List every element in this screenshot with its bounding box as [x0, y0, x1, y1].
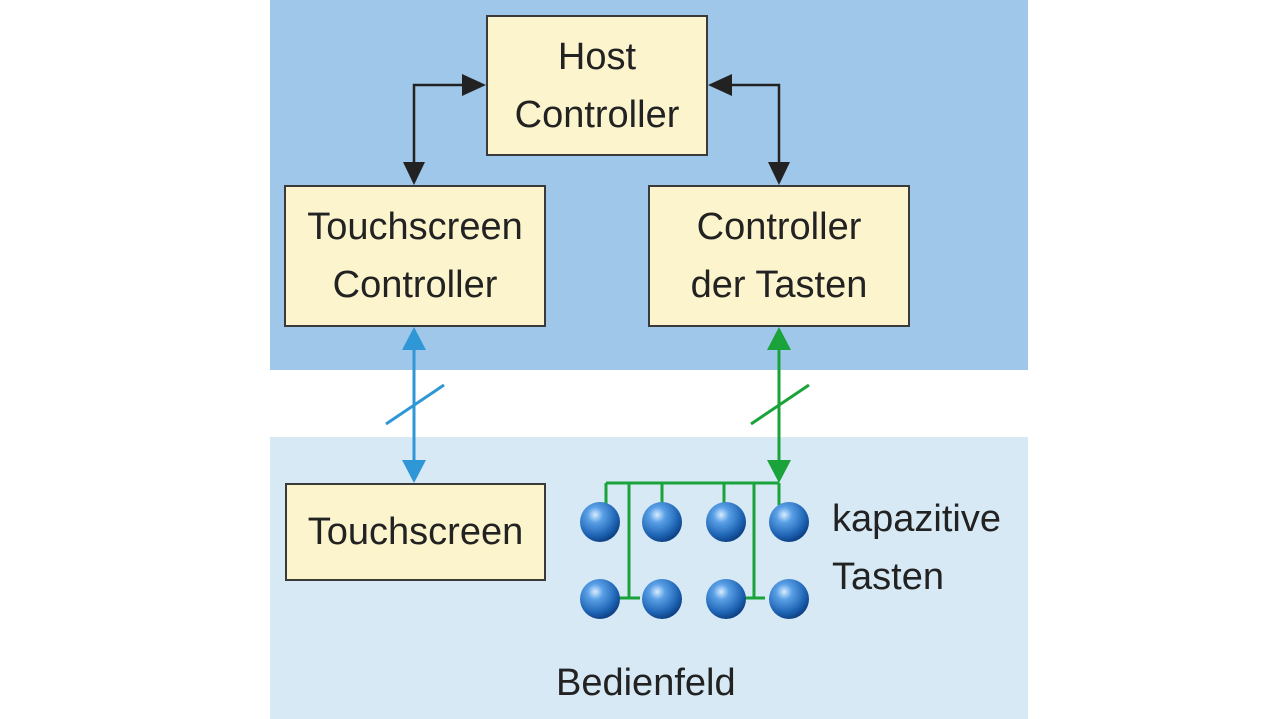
key-controller-label-line-1: Controller: [696, 206, 862, 248]
touchscreen-controller-box: Touchscreen Controller: [284, 185, 546, 327]
sphere-button-icon: [769, 502, 809, 542]
sphere-button-icon: [706, 502, 746, 542]
arrow-host-touchscreen-controller: [412, 83, 470, 168]
arrow-host-key-controller: [724, 83, 781, 168]
key-wiring: [604, 481, 781, 600]
touchscreen-box: Touchscreen: [285, 483, 546, 581]
touchscreen-controller-label-line-1: Touchscreen: [307, 206, 523, 248]
capacitive-keys: [580, 502, 809, 619]
touchscreen-controller-label-line-2: Controller: [332, 264, 498, 306]
operating-panel-label: Bedienfeld: [556, 662, 736, 704]
sphere-button-icon: [580, 579, 620, 619]
host-controller-label-line-1: Host: [557, 35, 637, 78]
arrowhead-left-icon: [708, 74, 732, 96]
capacitive-keys-label-line-2: Tasten: [832, 556, 944, 598]
host-controller-label-line-2: Controller: [514, 93, 680, 136]
touchscreen-label: Touchscreen: [307, 511, 524, 553]
key-controller-box: Controller der Tasten: [648, 185, 910, 327]
arrowhead-down-icon: [403, 162, 425, 185]
sphere-button-icon: [769, 579, 809, 619]
capacitive-keys-label-line-1: kapazitive: [832, 498, 1001, 540]
arrowhead-right-icon: [462, 74, 486, 96]
key-controller-label-line-2: der Tasten: [690, 264, 868, 306]
sphere-button-icon: [580, 502, 620, 542]
host-controller-box: Host Controller: [486, 15, 708, 156]
sphere-button-icon: [706, 579, 746, 619]
capacitive-keys-label: kapazitive Tasten: [832, 490, 1001, 606]
arrowhead-down-icon: [768, 162, 790, 185]
sphere-button-icon: [642, 502, 682, 542]
bus-arrow-touchscreen: [385, 327, 445, 483]
sphere-button-icon: [642, 579, 682, 619]
bus-arrow-keys: [750, 327, 810, 483]
